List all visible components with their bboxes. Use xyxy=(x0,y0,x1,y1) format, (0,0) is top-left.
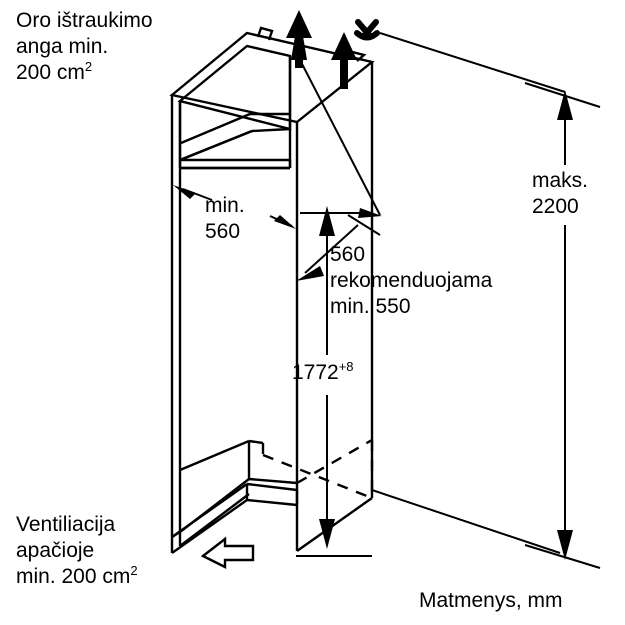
air-outlet-arrow-icon xyxy=(286,10,312,68)
air-inlet-arrow-icon xyxy=(200,536,255,569)
height-dimension-label: 1772+8 xyxy=(292,360,354,386)
bottom-ventilation-note-superscript: 2 xyxy=(130,563,138,578)
height-dimension-tolerance: +8 xyxy=(338,359,354,374)
bottom-ventilation-note-text: Ventiliacija apačioje min. 200 cm xyxy=(16,513,131,588)
air-outlet-note: Oro ištraukimo anga min. 200 cm2 xyxy=(16,8,153,86)
fan-leader-line xyxy=(379,32,566,93)
max-height-dimension-line xyxy=(371,82,601,569)
width-dimension-label: min. 560 xyxy=(205,194,245,243)
fan-icon xyxy=(354,19,380,41)
width-dimension-line xyxy=(173,185,296,229)
height-dimension-line xyxy=(296,206,372,557)
air-outlet-arrow-icon-2 xyxy=(331,32,357,89)
depth-dimension-label: 560 rekomenduojama min. 550 xyxy=(330,243,493,318)
niche-cabinet-outline xyxy=(169,26,375,554)
max-height-dimension-label: maks. 2200 xyxy=(532,169,589,218)
units-caption: Matmenys, mm xyxy=(419,589,563,612)
height-dimension-value: 1772 xyxy=(292,361,339,384)
bottom-ventilation-note: Ventiliacija apačioje min. 200 cm2 xyxy=(16,512,138,590)
air-outlet-note-text: Oro ištraukimo anga min. 200 cm xyxy=(16,9,153,84)
air-outlet-note-superscript: 2 xyxy=(84,59,93,74)
